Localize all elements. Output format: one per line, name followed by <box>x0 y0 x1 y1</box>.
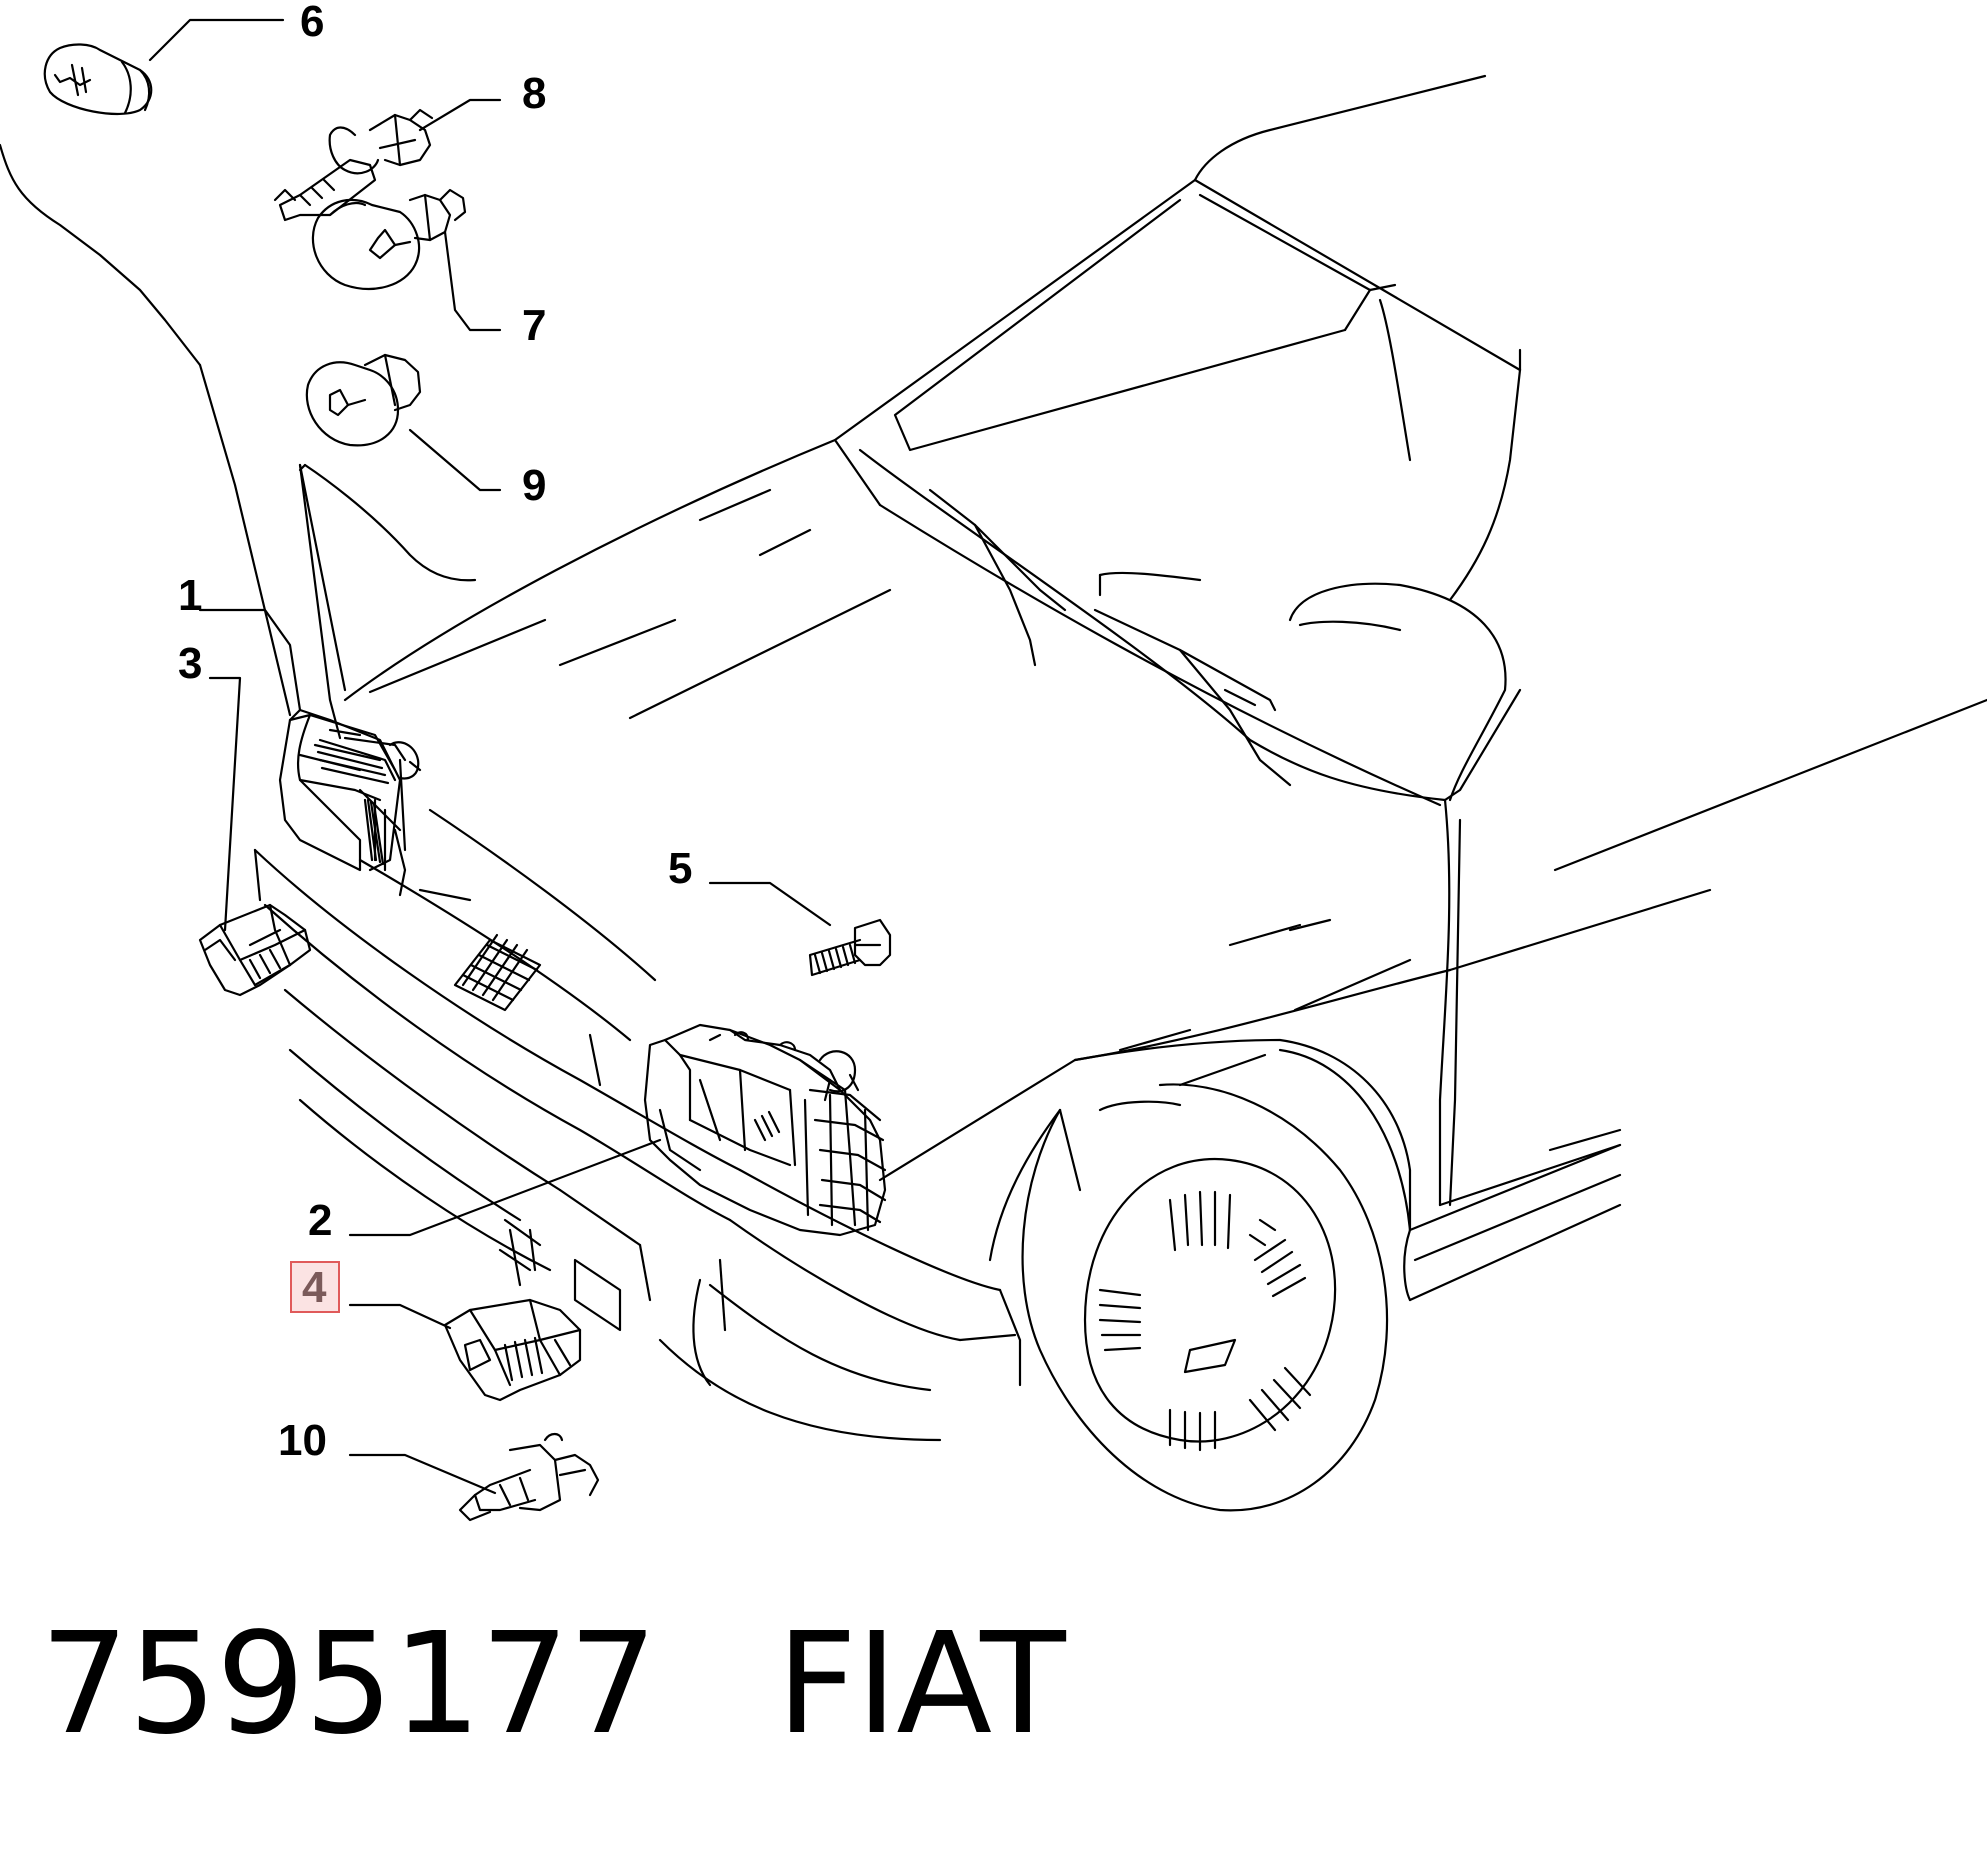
callout-5: 5 <box>668 844 692 893</box>
callout-3: 3 <box>178 639 202 688</box>
bulb-part-10 <box>458 1432 600 1522</box>
part-number: 7595177 <box>40 1603 658 1766</box>
callout-6: 6 <box>300 0 324 46</box>
bulb-part-9 <box>305 353 422 447</box>
callout-10: 10 <box>278 1416 327 1465</box>
callout-8: 8 <box>522 69 546 118</box>
callout-4-highlight[interactable]: 4 <box>290 1261 340 1313</box>
wiring-cable <box>0 143 477 582</box>
callout-7: 7 <box>522 301 546 350</box>
bulb-part-7 <box>311 188 467 290</box>
callout-9: 9 <box>522 461 546 510</box>
leader-lines <box>148 18 832 1495</box>
callout-4: 4 <box>302 1263 327 1312</box>
bulb-part-8 <box>273 108 434 222</box>
fog-light-part-3 <box>198 903 312 997</box>
fog-light-part-4 <box>443 1298 582 1402</box>
headlight-left-part-1 <box>278 708 422 897</box>
car-body-outline <box>253 74 1987 1442</box>
bolt-part-5 <box>808 918 892 977</box>
callout-2: 2 <box>308 1196 332 1245</box>
wheel <box>1021 1083 1389 1512</box>
brand-name: FIAT <box>776 1603 1066 1766</box>
headlight-right-part-2 <box>643 1023 887 1237</box>
grille-slats <box>453 933 542 1012</box>
part-caption: 7595177 FIAT <box>40 1603 1066 1766</box>
callout-1: 1 <box>178 571 202 620</box>
bulb-part-6 <box>43 43 153 116</box>
